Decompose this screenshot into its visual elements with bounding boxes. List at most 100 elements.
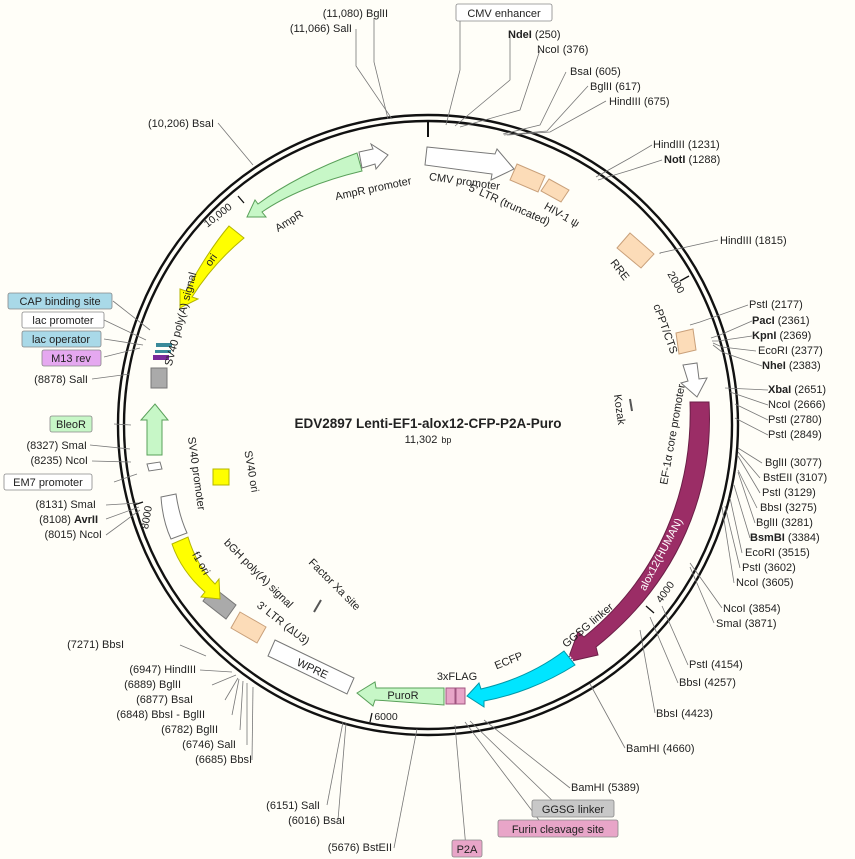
site-label: NheI (2383) (762, 360, 821, 372)
ggsg-linker-mark (565, 651, 576, 665)
site-label: EcoRI (3515) (745, 547, 810, 559)
site-label: (6947) HindIII (129, 664, 196, 676)
ecfp-arrow (466, 650, 576, 708)
callout-box (497, 819, 619, 838)
kozak-mark (629, 398, 633, 412)
site-label: BglII (617) (590, 81, 641, 93)
site-label: (6877) BsaI (136, 694, 193, 706)
ampr-promoter-arrow (358, 142, 389, 171)
site-label: (6151) SalI (266, 800, 320, 812)
cap-lac-marks (156, 343, 172, 347)
label-ori: ori (203, 252, 220, 269)
callout-label: EM7 promoter (13, 477, 83, 489)
callout-box (3, 473, 93, 491)
site-label: (11,080) BglII (323, 8, 388, 20)
site-label: NotI (1288) (664, 154, 720, 166)
callout-label: GGSG linker (542, 804, 605, 816)
site-label: (6746) SalI (182, 739, 236, 751)
label-bgh-polya: bGH poly(A) signal (221, 537, 295, 611)
site-label: NdeI (250) (508, 29, 561, 41)
callout-box (451, 839, 483, 858)
sv40-ori-box (212, 468, 230, 486)
site-label: (10,206) BsaI (148, 118, 214, 130)
ltr5-box (509, 163, 546, 193)
site-label: BamHI (4660) (626, 743, 694, 755)
cmv-promoter-arrow (424, 146, 515, 181)
site-label: HindIII (1815) (720, 235, 787, 247)
plasmid-title: EDV2897 Lenti-EF1-alox12-CFP-P2A-Puro (294, 416, 561, 431)
callout-box (21, 311, 105, 329)
callout-label: CMV enhancer (467, 8, 541, 20)
label-ecfp: ECFP (493, 650, 525, 672)
site-label: (6848) BbsI - BglII (116, 709, 205, 721)
site-label: (6782) BglII (161, 724, 218, 736)
label-ef1a: EF-1α core promoter (658, 383, 688, 486)
hiv-psi-box (540, 178, 570, 203)
factor-xa-mark (313, 599, 322, 613)
puror-arrow (356, 681, 445, 707)
site-label: PstI (2780) (768, 414, 822, 426)
callout-label: BleoR (56, 419, 86, 431)
site-label: (6685) BbsI (195, 754, 252, 766)
site-label: BbsI (3275) (760, 502, 817, 514)
site-label: PstI (2849) (768, 429, 822, 441)
label-ampr-promoter: AmpR promoter (334, 175, 413, 203)
site-label: BsaI (605) (570, 66, 621, 78)
lac-operator-mark (155, 350, 171, 353)
site-label: (8327) SmaI (26, 440, 87, 452)
site-label: NcoI (3854) (723, 603, 780, 615)
ef1a-promoter-arrow (679, 362, 708, 398)
ltr3-box (230, 611, 267, 644)
backbone-outer (116, 113, 740, 737)
site-label: SmaI (3871) (716, 618, 777, 630)
ori-arrow (179, 225, 245, 309)
site-label: NcoI (376) (537, 44, 588, 56)
site-label: (5676) BstEII (328, 842, 392, 854)
f1-ori-arrow (171, 536, 221, 600)
callout-label: M13 rev (51, 353, 91, 365)
callout-box (531, 799, 615, 818)
label-alox12: alox12(HUMAN) (637, 516, 685, 592)
label-sv40-ori: SV40 ori (241, 450, 260, 494)
callout-label: CAP binding site (19, 296, 100, 308)
leader-lines (89, 18, 769, 849)
callout-label: Furin cleavage site (512, 824, 604, 836)
callout-box (41, 349, 102, 367)
label-ampr: AmpR (273, 208, 305, 234)
site-label: NcoI (3605) (736, 577, 793, 589)
site-label: BglII (3077) (765, 457, 822, 469)
site-label: PstI (2177) (749, 299, 803, 311)
site-label: (8131) SmaI (35, 499, 96, 511)
m13-rev-mark (153, 355, 169, 360)
alox12-arrow (566, 401, 710, 663)
tick-label: 2000 (665, 269, 687, 295)
label-kozak: Kozak (611, 394, 627, 426)
site-label: BamHI (5389) (571, 782, 639, 794)
site-label: HindIII (1231) (653, 139, 720, 151)
label-puror: PuroR (387, 690, 418, 702)
flag-tag (445, 687, 456, 705)
label-3xflag: 3xFLAG (437, 671, 477, 683)
features (139, 142, 710, 708)
site-label: (8015) NcoI (45, 529, 102, 541)
label-cppt: cPPT/CTS (650, 303, 679, 356)
restriction-sites: (11,080) BglII (11,066) SalI NdeI (250) … (26, 8, 827, 854)
callout-box (7, 292, 113, 310)
site-label: (6889) BglII (124, 679, 181, 691)
label-factor-xa: Factor Xa site (306, 557, 362, 613)
p2a-box (455, 687, 466, 705)
label-rre: RRE (607, 257, 631, 283)
site-label: BglII (3281) (756, 517, 813, 529)
site-label: XbaI (2651) (768, 384, 826, 396)
site-label: (6016) BsaI (288, 815, 345, 827)
ampr-arrow (246, 152, 363, 218)
site-label: PstI (3129) (762, 487, 816, 499)
wpre-box (267, 639, 355, 695)
bleor-arrow (139, 403, 170, 456)
site-label: KpnI (2369) (752, 330, 811, 342)
site-label: BbsI (4257) (679, 677, 736, 689)
callout-box (455, 3, 553, 22)
site-label: PstI (3602) (742, 562, 796, 574)
site-label: (8235) NcoI (31, 455, 88, 467)
callout-box (49, 415, 93, 433)
